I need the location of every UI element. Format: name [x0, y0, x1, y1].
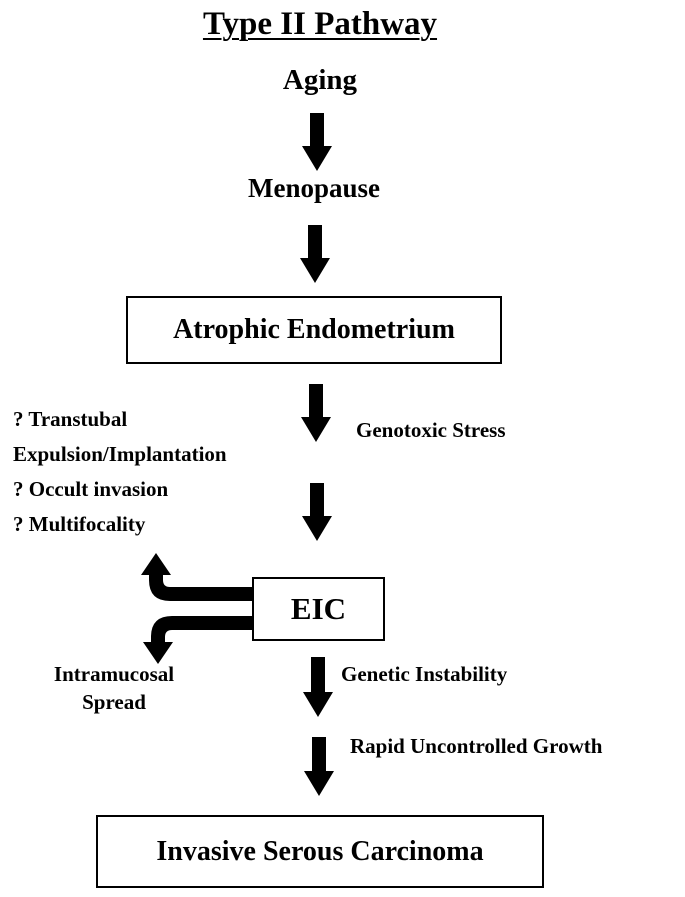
- node-invasive-label: Invasive Serous Carcinoma: [156, 835, 484, 867]
- arrow-genetic-to-invasive: [304, 737, 334, 796]
- arrow-eic-lower-branch: [143, 616, 252, 664]
- node-atrophic-endometrium: Atrophic Endometrium: [126, 296, 502, 364]
- node-menopause: Menopause: [247, 173, 380, 203]
- arrow-menopause-to-atrophic: [300, 225, 330, 283]
- intramucosal-line-2: Spread: [82, 690, 146, 714]
- diagram-title: Type II Pathway: [202, 6, 438, 42]
- edge-label-rapid-growth: Rapid Uncontrolled Growth: [350, 734, 603, 758]
- node-invasive-serous-carcinoma: Invasive Serous Carcinoma: [96, 815, 544, 888]
- question-item: Expulsion/Implantation: [13, 442, 227, 466]
- intramucosal-spread-label: Intramucosal Spread: [20, 660, 208, 716]
- node-eic: EIC: [252, 577, 385, 641]
- arrow-genotoxic-to-eic: [302, 483, 332, 541]
- question-list: ? Transtubal Expulsion/Implantation ? Oc…: [13, 402, 227, 542]
- node-aging: Aging: [282, 64, 358, 96]
- question-item: ? Occult invasion: [13, 477, 169, 501]
- intramucosal-line-1: Intramucosal: [53, 662, 175, 686]
- node-eic-label: EIC: [290, 591, 347, 626]
- question-item: ? Multifocality: [13, 512, 146, 536]
- edge-label-genetic-instability: Genetic Instability: [341, 662, 508, 686]
- arrow-aging-to-menopause: [302, 113, 332, 171]
- question-item: ? Transtubal: [13, 407, 128, 431]
- arrow-eic-upper-branch: [141, 553, 252, 601]
- arrow-eic-to-genetic: [303, 657, 333, 717]
- arrow-atrophic-to-genotoxic: [301, 384, 331, 442]
- node-atrophic-endometrium-label: Atrophic Endometrium: [173, 314, 455, 345]
- edge-label-genotoxic-stress: Genotoxic Stress: [356, 418, 506, 442]
